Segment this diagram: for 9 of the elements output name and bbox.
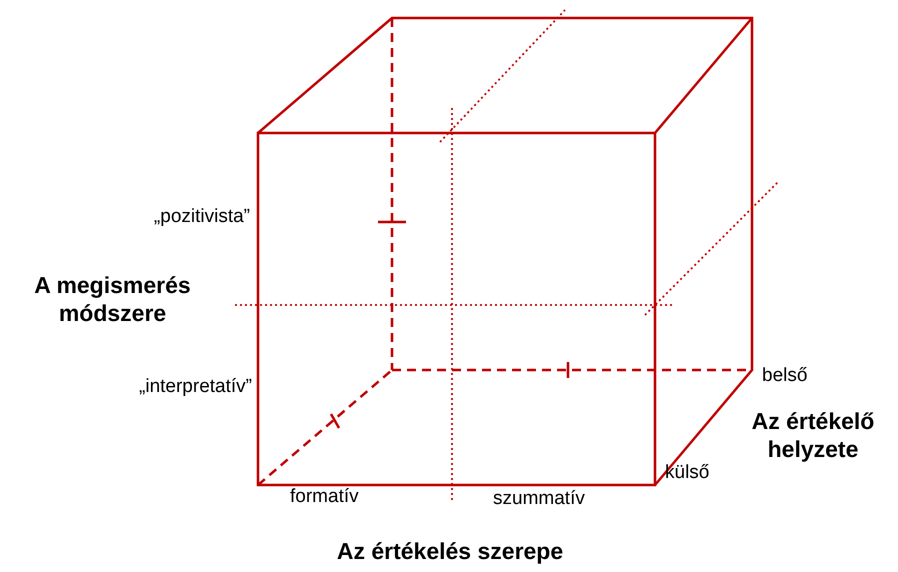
axis-value-label: szummatív <box>493 488 585 511</box>
axis-value-label: belső <box>762 365 808 388</box>
axis-title: Az értékelés szerepe <box>336 538 564 566</box>
axis-title: Az értékelő helyzete <box>750 408 876 464</box>
axis-value-label: „pozitivista” <box>154 206 250 229</box>
axis-title: A megismerés módszere <box>33 272 192 328</box>
axis-value-label: külső <box>665 462 710 485</box>
axis-value-label: „interpretatív” <box>139 376 252 399</box>
axis-value-label: formatív <box>290 486 359 509</box>
